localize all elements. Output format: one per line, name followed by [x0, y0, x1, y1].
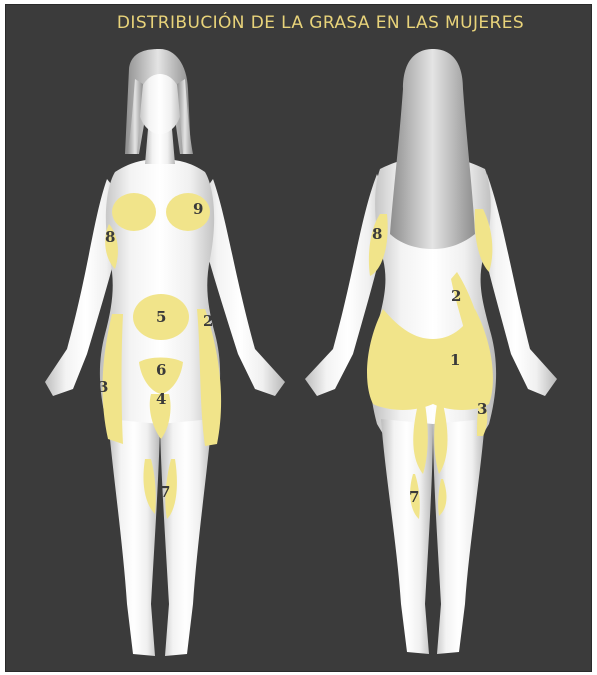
- front-label-9: 9: [193, 200, 203, 218]
- front-label-3: 3: [98, 378, 108, 396]
- front-label-4: 4: [156, 390, 166, 408]
- front-figure: 9 8 5 2 6 3 4 7: [45, 49, 285, 656]
- front-zone-chest-left: [112, 193, 156, 231]
- back-label-7: 7: [409, 488, 419, 506]
- body-figures: 9 8 5 2 6 3 4 7 8 2 1 3 7: [5, 4, 592, 672]
- back-label-1: 1: [450, 351, 460, 369]
- back-label-2: 2: [451, 287, 461, 305]
- front-label-2: 2: [203, 312, 213, 330]
- front-label-5: 5: [156, 308, 166, 326]
- front-label-8: 8: [105, 228, 115, 246]
- front-label-6: 6: [156, 361, 166, 379]
- back-label-8: 8: [372, 225, 382, 243]
- front-label-7: 7: [160, 483, 170, 501]
- back-figure: 8 2 1 3 7: [305, 49, 557, 654]
- back-label-3: 3: [477, 400, 487, 418]
